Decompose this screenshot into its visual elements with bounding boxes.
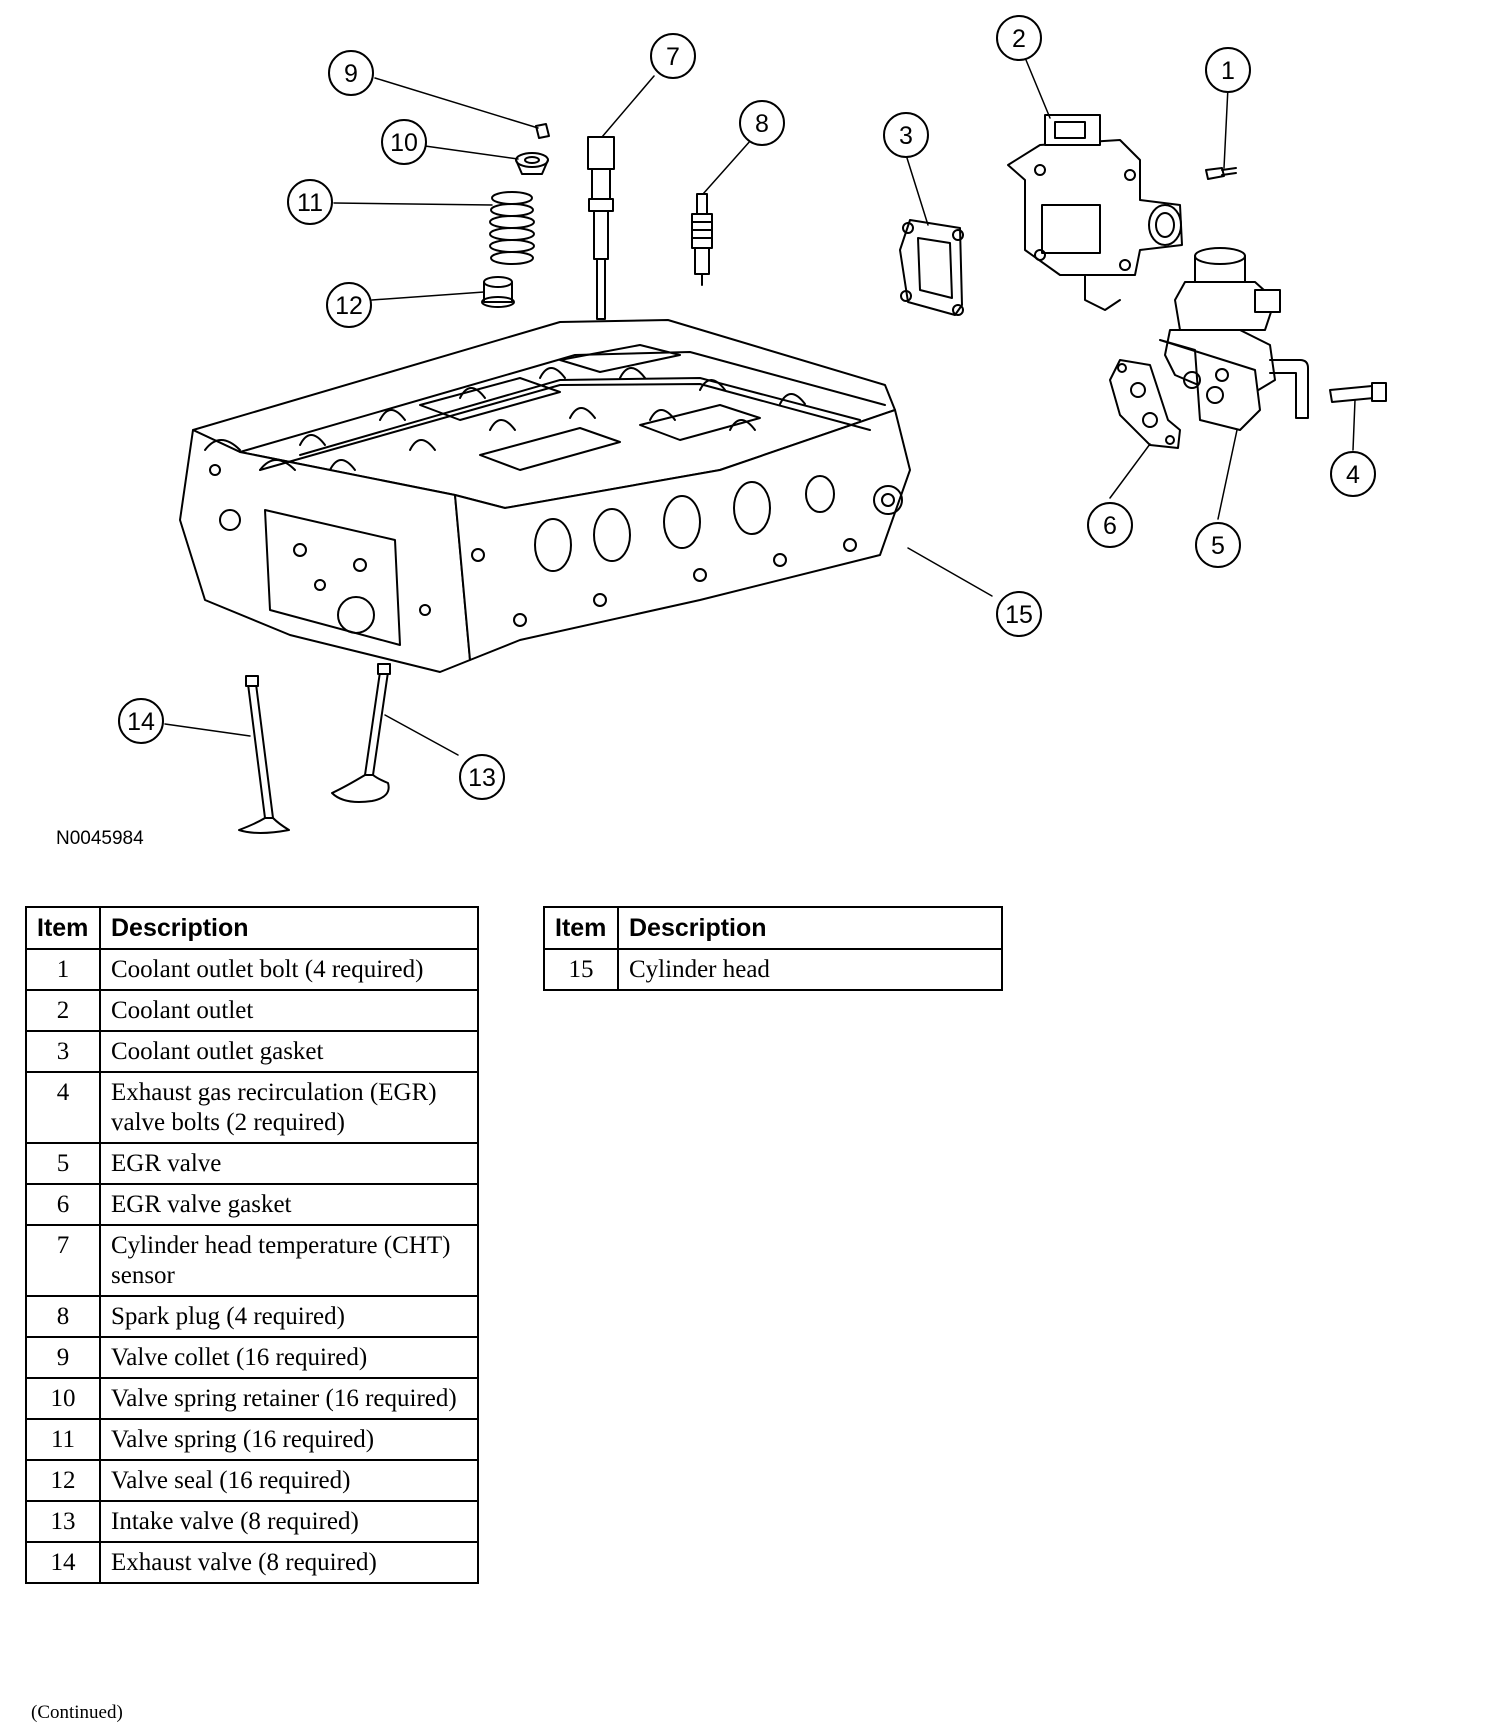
table-header-row: Item Description [25, 906, 479, 950]
item-description: Cylinder head temperature (CHT) sensor [99, 1224, 479, 1297]
item-description: EGR valve [99, 1142, 479, 1185]
item-description: Spark plug (4 required) [99, 1295, 479, 1338]
spark-plug-drawing [691, 193, 713, 286]
cylinder-head-drawing [179, 319, 911, 673]
item-header: Item [543, 906, 619, 950]
item-number: 15 [543, 948, 619, 991]
item-number: 2 [25, 989, 101, 1032]
callout-13: 13 [468, 764, 496, 792]
coolant-outlet-bolt-drawing [1205, 167, 1237, 180]
coolant-outlet-gasket-drawing [899, 219, 964, 316]
callout-3: 3 [899, 122, 913, 150]
item-number: 12 [25, 1459, 101, 1502]
item-description: EGR valve gasket [99, 1183, 479, 1226]
callout-numbers: 1 2 3 4 5 6 7 8 9 10 11 12 13 14 15 [127, 25, 1360, 792]
item-number: 1 [25, 948, 101, 991]
description-header: Description [617, 906, 1003, 950]
leader-lines [164, 59, 1356, 756]
callout-circles [118, 15, 1376, 800]
figure-id: N0045984 [56, 828, 144, 849]
callout-5: 5 [1211, 532, 1225, 560]
callout-15: 15 [1005, 601, 1033, 629]
item-header: Item [25, 906, 101, 950]
item-number: 3 [25, 1030, 101, 1073]
item-number: 8 [25, 1295, 101, 1338]
item-description: Exhaust gas recirculation (EGR) valve bo… [99, 1071, 479, 1144]
item-number: 13 [25, 1500, 101, 1543]
callout-4: 4 [1346, 461, 1360, 489]
item-description: Cylinder head [617, 948, 1003, 991]
continued-note: (Continued) [31, 1702, 123, 1723]
intake-valve-drawing [331, 663, 391, 803]
item-description: Valve spring retainer (16 required) [99, 1377, 479, 1420]
egr-valve-gasket-drawing [1109, 359, 1181, 449]
callout-14: 14 [127, 708, 155, 736]
item-number: 6 [25, 1183, 101, 1226]
item-number: 7 [25, 1224, 101, 1297]
callout-7: 7 [666, 43, 680, 71]
table-header-row: Item Description [543, 906, 1003, 950]
callout-8: 8 [755, 110, 769, 138]
item-number: 11 [25, 1418, 101, 1461]
item-description: Valve spring (16 required) [99, 1418, 479, 1461]
item-number: 4 [25, 1071, 101, 1144]
valve-collet-drawing [535, 123, 550, 139]
description-header: Description [99, 906, 479, 950]
callout-1: 1 [1221, 57, 1235, 85]
valve-seal-drawing [481, 276, 515, 308]
callout-12: 12 [335, 292, 363, 320]
item-number: 9 [25, 1336, 101, 1379]
callout-11: 11 [297, 189, 323, 217]
item-description: Valve seal (16 required) [99, 1459, 479, 1502]
item-number: 5 [25, 1142, 101, 1185]
exploded-parts-diagram: 1 2 3 4 5 6 7 8 9 10 11 12 13 14 15 [118, 15, 1387, 834]
callout-10: 10 [390, 129, 418, 157]
item-description: Valve collet (16 required) [99, 1336, 479, 1379]
item-description: Coolant outlet [99, 989, 479, 1032]
coolant-outlet-drawing [1007, 114, 1183, 311]
valve-spring-drawing [489, 191, 535, 265]
egr-valve-bolt-drawing [1329, 382, 1387, 403]
cht-sensor-drawing [587, 136, 615, 320]
callout-9: 9 [344, 60, 358, 88]
callout-2: 2 [1012, 25, 1026, 53]
callout-6: 6 [1103, 512, 1117, 540]
item-description: Coolant outlet bolt (4 required) [99, 948, 479, 991]
valve-spring-retainer-drawing [515, 152, 549, 175]
item-number: 10 [25, 1377, 101, 1420]
egr-valve-drawing [1159, 247, 1309, 431]
exhaust-valve-drawing [238, 675, 290, 834]
item-description: Coolant outlet gasket [99, 1030, 479, 1073]
item-description: Exhaust valve (8 required) [99, 1541, 479, 1584]
item-description: Intake valve (8 required) [99, 1500, 479, 1543]
item-number: 14 [25, 1541, 101, 1584]
